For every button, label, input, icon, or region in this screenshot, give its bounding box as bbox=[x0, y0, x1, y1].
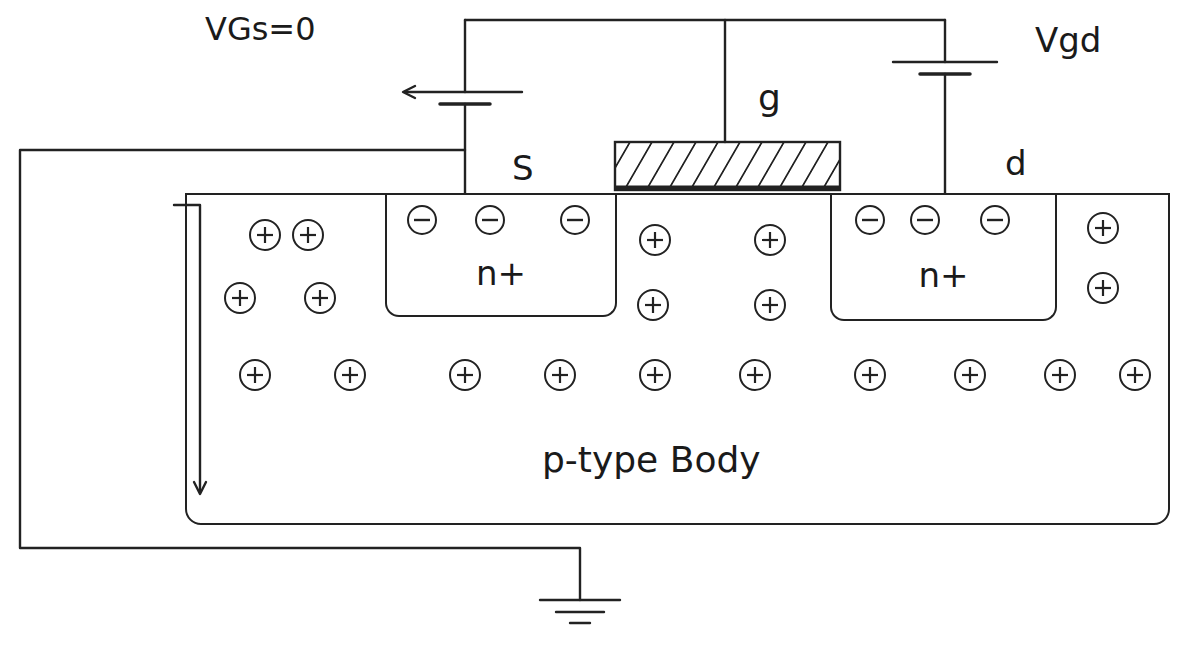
ground-symbol bbox=[570, 622, 590, 624]
positive-ion-symbol bbox=[755, 225, 785, 255]
ground-symbol bbox=[556, 611, 604, 613]
electron-symbol bbox=[911, 206, 939, 234]
wire bbox=[944, 20, 946, 62]
voltage-label: VGs=0 bbox=[205, 12, 316, 47]
electron-symbol bbox=[981, 206, 1009, 234]
positive-ion-symbol bbox=[240, 360, 270, 390]
electron-symbol bbox=[561, 206, 589, 234]
ground-wire bbox=[20, 150, 580, 600]
terminal-label: S bbox=[512, 150, 534, 187]
region-label: n+ bbox=[918, 257, 968, 294]
gate-oxide bbox=[615, 186, 840, 191]
positive-ion-symbol bbox=[1088, 213, 1118, 243]
positive-ion-symbol bbox=[640, 360, 670, 390]
positive-ion-symbol bbox=[1120, 360, 1150, 390]
positive-ion-symbol bbox=[640, 225, 670, 255]
battery-plate bbox=[893, 61, 997, 63]
positive-ion-symbol bbox=[305, 283, 335, 313]
positive-ion-symbol bbox=[335, 360, 365, 390]
body-wire bbox=[174, 205, 200, 492]
electron-symbol bbox=[476, 206, 504, 234]
drain-wire bbox=[944, 74, 946, 193]
arrowhead bbox=[194, 482, 206, 494]
source-region: n+ bbox=[385, 193, 617, 317]
source-wire bbox=[464, 104, 466, 193]
positive-ion-symbol bbox=[545, 360, 575, 390]
terminal-label: g bbox=[758, 78, 781, 118]
positive-ion-symbol bbox=[855, 360, 885, 390]
gate-electrode bbox=[615, 142, 840, 190]
positive-ion-symbol bbox=[755, 290, 785, 320]
gate-wire bbox=[724, 20, 726, 142]
positive-ion-symbol bbox=[1045, 360, 1075, 390]
terminal-label: d bbox=[1005, 145, 1027, 182]
positive-ion-symbol bbox=[638, 290, 668, 320]
region-label: p-type Body bbox=[542, 440, 761, 480]
region-label: n+ bbox=[476, 255, 526, 292]
electron-symbol bbox=[856, 206, 884, 234]
electron-symbol bbox=[408, 206, 436, 234]
ground-symbol bbox=[540, 599, 620, 601]
body-region: n+ n+ p-type Body bbox=[185, 193, 1170, 525]
drain-region: n+ bbox=[830, 193, 1057, 321]
voltage-label: Vgd bbox=[1035, 22, 1101, 59]
positive-ion-symbol bbox=[955, 360, 985, 390]
positive-ion-symbol bbox=[450, 360, 480, 390]
wire bbox=[465, 19, 945, 21]
positive-ion-symbol bbox=[1088, 273, 1118, 303]
positive-ion-symbol bbox=[740, 360, 770, 390]
battery-plate bbox=[405, 91, 522, 93]
positive-ion-symbol bbox=[293, 220, 323, 250]
positive-ion-symbol bbox=[250, 220, 280, 250]
wire bbox=[464, 20, 466, 92]
arrowhead bbox=[403, 86, 415, 98]
positive-ion-symbol bbox=[225, 283, 255, 313]
